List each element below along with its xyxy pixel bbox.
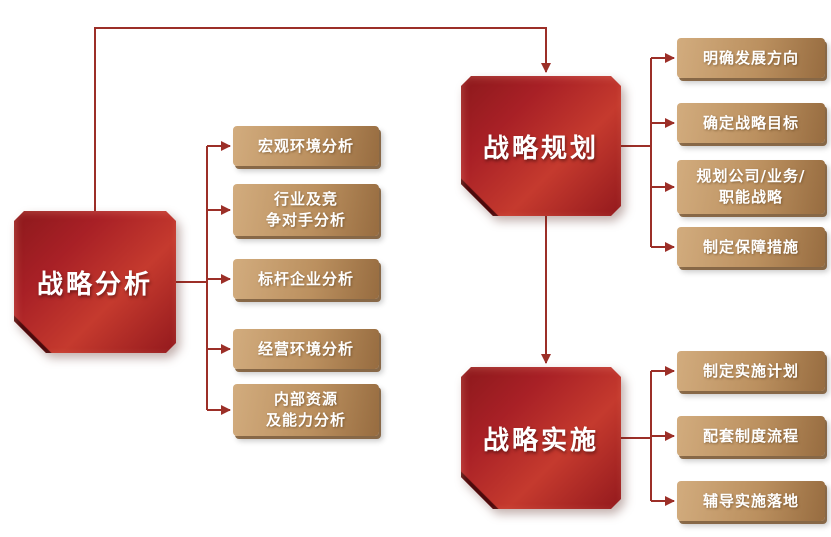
item-box: 行业及竞 争对手分析 — [233, 184, 379, 236]
item-box: 制定实施计划 — [677, 351, 825, 391]
stage-label: 战略规划 — [482, 133, 599, 164]
item-label: 明确发展方向 — [702, 48, 799, 67]
item-label: 行业及竞 争对手分析 — [265, 190, 346, 229]
item-box: 宏观环境分析 — [233, 126, 379, 166]
stage-label: 战略分析 — [36, 269, 153, 300]
item-box: 内部资源 及能力分析 — [233, 384, 379, 436]
stage-box-strategic-implementation: 战略实施 — [461, 367, 621, 509]
item-label: 确定战略目标 — [702, 113, 799, 132]
item-label: 经营环境分析 — [257, 339, 354, 358]
item-box: 制定保障措施 — [677, 227, 825, 267]
item-label: 宏观环境分析 — [257, 136, 354, 155]
item-label: 内部资源 及能力分析 — [265, 390, 346, 429]
item-label: 制定保障措施 — [702, 237, 799, 256]
item-box: 辅导实施落地 — [677, 481, 825, 521]
item-label: 辅导实施落地 — [702, 491, 799, 510]
item-label: 标杆企业分析 — [257, 269, 354, 288]
item-box: 标杆企业分析 — [233, 259, 379, 299]
item-box: 经营环境分析 — [233, 329, 379, 369]
item-label: 制定实施计划 — [702, 361, 799, 380]
item-box: 配套制度流程 — [677, 416, 825, 456]
stage-box-face: 战略规划 — [461, 76, 621, 216]
item-label: 规划公司/业务/ 职能战略 — [696, 167, 806, 206]
item-box: 确定战略目标 — [677, 103, 825, 143]
stage-box-strategic-planning: 战略规划 — [461, 76, 621, 216]
item-box: 规划公司/业务/ 职能战略 — [677, 160, 825, 214]
item-label: 配套制度流程 — [702, 426, 799, 445]
stage-box-face: 战略分析 — [14, 211, 176, 353]
stage-box-face: 战略实施 — [461, 367, 621, 509]
item-box: 明确发展方向 — [677, 38, 825, 78]
stage-label: 战略实施 — [482, 425, 599, 456]
stage-box-strategic-analysis: 战略分析 — [14, 211, 176, 353]
